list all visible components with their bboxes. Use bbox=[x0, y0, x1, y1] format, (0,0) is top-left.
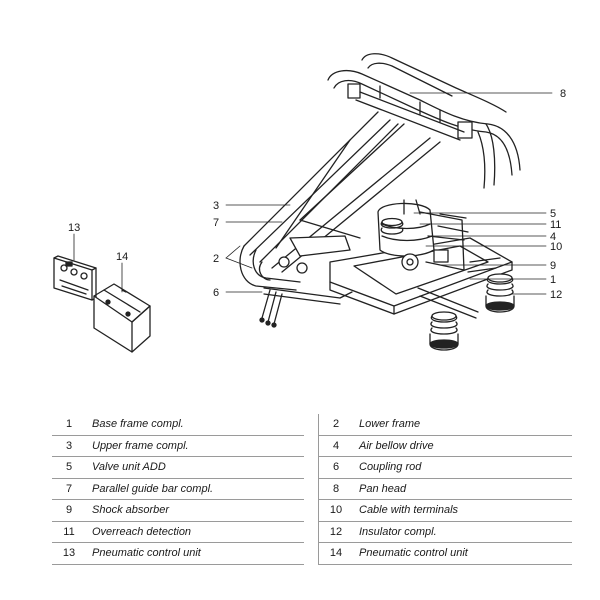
callout-3: 3 bbox=[213, 200, 219, 212]
part-name: Shock absorber bbox=[86, 499, 304, 522]
insulator-left bbox=[429, 311, 459, 351]
parts-legend-table: 1 Base frame compl. 2 Lower frame 3 Uppe… bbox=[52, 414, 572, 565]
lower-frame bbox=[239, 235, 351, 291]
callout-14: 14 bbox=[116, 251, 128, 263]
leader-lines bbox=[73, 92, 553, 295]
part-number: 3 bbox=[52, 435, 86, 457]
parts-legend-row: 11 Overreach detection 12 Insulator comp… bbox=[52, 521, 572, 543]
callout-6: 6 bbox=[213, 287, 219, 299]
parts-legend-row: 13 Pneumatic control unit 14 Pneumatic c… bbox=[52, 542, 572, 565]
pantograph-exploded-drawing: 8 3 7 2 6 5 11 4 10 9 1 12 13 14 bbox=[53, 53, 566, 353]
pneumatic-control-box bbox=[93, 283, 151, 353]
callout-5: 5 bbox=[550, 208, 556, 220]
column-gap bbox=[304, 435, 319, 457]
part-number: 7 bbox=[52, 478, 86, 500]
part-number: 14 bbox=[318, 542, 353, 565]
part-number: 10 bbox=[318, 499, 353, 522]
part-number: 1 bbox=[52, 414, 86, 436]
part-number: 8 bbox=[318, 478, 353, 500]
column-gap bbox=[304, 478, 319, 500]
part-number: 5 bbox=[52, 456, 86, 479]
column-gap bbox=[304, 457, 319, 479]
parts-legend-row: 5 Valve unit ADD 6 Coupling rod bbox=[52, 456, 572, 479]
part-name: Valve unit ADD bbox=[86, 456, 304, 479]
part-name: Overreach detection bbox=[86, 521, 304, 543]
part-name: Air bellow drive bbox=[353, 435, 572, 457]
callout-13: 13 bbox=[68, 222, 80, 234]
part-number: 6 bbox=[318, 456, 353, 479]
parts-legend-row: 7 Parallel guide bar compl. 8 Pan head bbox=[52, 478, 572, 500]
pan-head bbox=[327, 53, 521, 189]
insulator-rear bbox=[380, 217, 404, 235]
air-bellow-drive bbox=[377, 199, 469, 271]
part-number: 13 bbox=[52, 542, 86, 565]
callout-8: 8 bbox=[560, 88, 566, 100]
callout-11: 11 bbox=[550, 219, 561, 231]
part-number: 2 bbox=[318, 414, 353, 436]
pneumatic-control-panel bbox=[53, 255, 97, 301]
part-name: Coupling rod bbox=[353, 456, 572, 479]
callout-4: 4 bbox=[550, 231, 556, 243]
parts-legend-body: 1 Base frame compl. 2 Lower frame 3 Uppe… bbox=[52, 414, 572, 565]
parts-legend-row: 9 Shock absorber 10 Cable with terminals bbox=[52, 499, 572, 522]
part-number: 9 bbox=[52, 499, 86, 522]
part-name: Base frame compl. bbox=[86, 414, 304, 436]
part-number: 11 bbox=[52, 521, 86, 543]
part-number: 12 bbox=[318, 521, 353, 543]
part-name: Insulator compl. bbox=[353, 521, 572, 543]
part-name: Upper frame compl. bbox=[86, 435, 304, 457]
part-name: Pneumatic control unit bbox=[86, 542, 304, 565]
column-gap bbox=[304, 521, 319, 543]
part-number: 4 bbox=[318, 435, 353, 457]
callout-2: 2 bbox=[213, 253, 219, 265]
callout-10: 10 bbox=[550, 241, 562, 253]
callout-9: 9 bbox=[550, 260, 556, 272]
parts-legend-row: 1 Base frame compl. 2 Lower frame bbox=[52, 414, 572, 436]
insulator-right bbox=[485, 273, 515, 313]
callout-1: 1 bbox=[550, 274, 556, 286]
part-name: Parallel guide bar compl. bbox=[86, 478, 304, 500]
part-name: Cable with terminals bbox=[353, 499, 572, 522]
coupling-rod bbox=[259, 287, 353, 328]
column-gap bbox=[304, 543, 319, 565]
part-name: Pneumatic control unit bbox=[353, 542, 572, 565]
column-gap bbox=[304, 500, 319, 522]
callout-7: 7 bbox=[213, 217, 219, 229]
part-name: Pan head bbox=[353, 478, 572, 500]
callout-12: 12 bbox=[550, 289, 562, 301]
part-name: Lower frame bbox=[353, 414, 572, 436]
column-gap bbox=[304, 414, 319, 435]
callout-labels: 8 3 7 2 6 5 11 4 10 9 1 12 13 14 bbox=[68, 88, 566, 301]
parts-legend-row: 3 Upper frame compl. 4 Air bellow drive bbox=[52, 435, 572, 457]
